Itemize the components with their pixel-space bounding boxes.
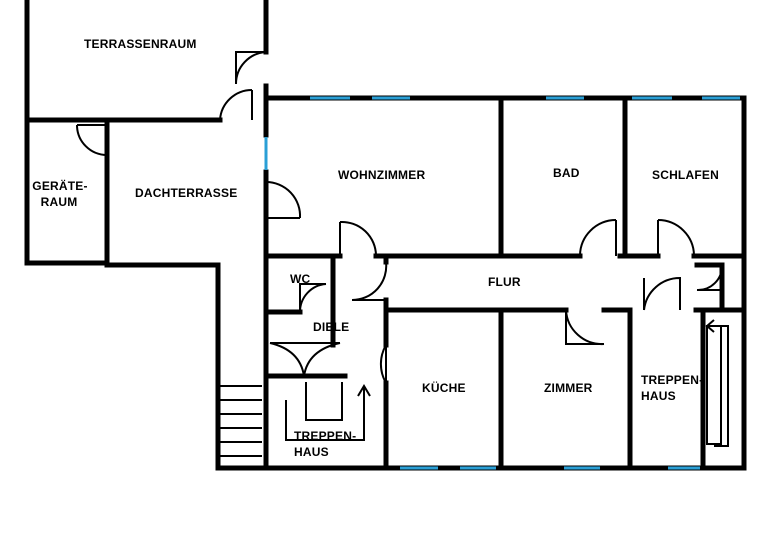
room-label-treppenhaus-right-line1: TREPPEN-	[641, 373, 704, 387]
room-label-schlafen: SCHLAFEN	[652, 168, 719, 182]
walls	[24, 0, 747, 471]
stairs-inner-left	[285, 382, 371, 441]
room-label-zimmer: ZIMMER	[544, 381, 593, 395]
room-label-bad: BAD	[553, 166, 580, 180]
room-label-flur: FLUR	[488, 275, 521, 289]
room-label-geraeteraum-line1: GERÄTE-	[32, 179, 88, 193]
room-label-diele: DIELE	[313, 320, 350, 334]
windows	[264, 96, 740, 470]
room-label-wohnzimmer: WOHNZIMMER	[338, 168, 426, 182]
room-label-geraeteraum-line2: RAUM	[40, 195, 78, 209]
room-label-treppenhaus-left-line2: HAUS	[294, 445, 329, 459]
room-label-kueche: KÜCHE	[422, 381, 466, 395]
room-label-terrassenraum: TERRASSENRAUM	[84, 37, 197, 51]
room-label-wc: WC	[290, 272, 311, 286]
room-label-dachterrasse: DACHTERRASSE	[135, 186, 238, 200]
stairs-outer	[218, 385, 262, 457]
doors	[76, 51, 724, 384]
room-label-treppenhaus-left-line1: TREPPEN-	[294, 429, 357, 443]
stairs-right	[705, 319, 729, 447]
room-label-treppenhaus-right-line2: HAUS	[641, 389, 676, 403]
